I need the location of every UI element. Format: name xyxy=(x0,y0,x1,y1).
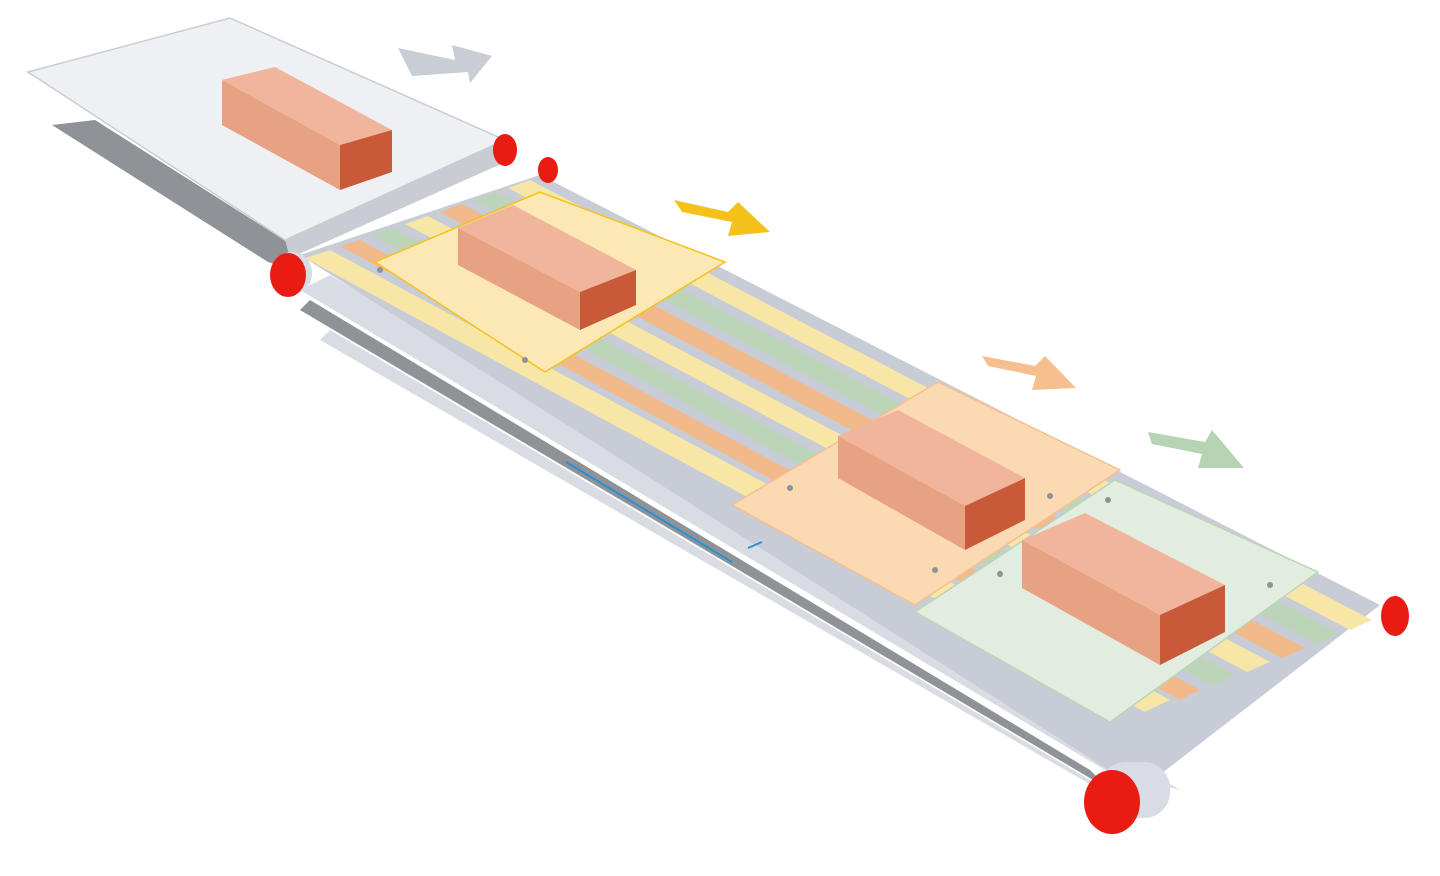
accent-line-group xyxy=(565,461,763,563)
roller-icon xyxy=(493,134,517,166)
bolt-dot xyxy=(997,571,1003,577)
rollers xyxy=(270,134,1409,834)
boxes xyxy=(222,67,1225,665)
main-belt-lower-rail xyxy=(320,330,1100,790)
accent-line-short xyxy=(747,541,763,549)
bolt-dot xyxy=(377,267,383,273)
movement-arrow-icon xyxy=(674,200,770,236)
roller-icon xyxy=(1084,762,1170,834)
bolt-dot xyxy=(1047,493,1053,499)
package-box-icon xyxy=(838,410,1025,550)
package-box-icon xyxy=(458,205,636,330)
arrows xyxy=(398,45,1244,468)
bolt-dot xyxy=(522,357,528,363)
movement-arrow-icon xyxy=(1148,430,1244,468)
bolt-dot xyxy=(1267,582,1273,588)
package-box-icon xyxy=(1022,513,1225,665)
entry-belt-shadow-lower xyxy=(52,120,300,272)
movement-arrow-icon xyxy=(398,45,492,83)
bolt-dots xyxy=(377,267,1273,588)
movement-arrow-icon xyxy=(982,356,1076,390)
bolt-dot xyxy=(787,485,793,491)
entry-belt-front-edge xyxy=(285,140,510,258)
roller-icon xyxy=(1381,596,1409,636)
bolt-dot xyxy=(1105,497,1111,503)
accent-line xyxy=(565,461,733,563)
package-box-icon xyxy=(222,67,392,190)
roller-icon xyxy=(270,252,312,297)
roller-icon xyxy=(538,157,558,183)
bolt-dot xyxy=(932,567,938,573)
